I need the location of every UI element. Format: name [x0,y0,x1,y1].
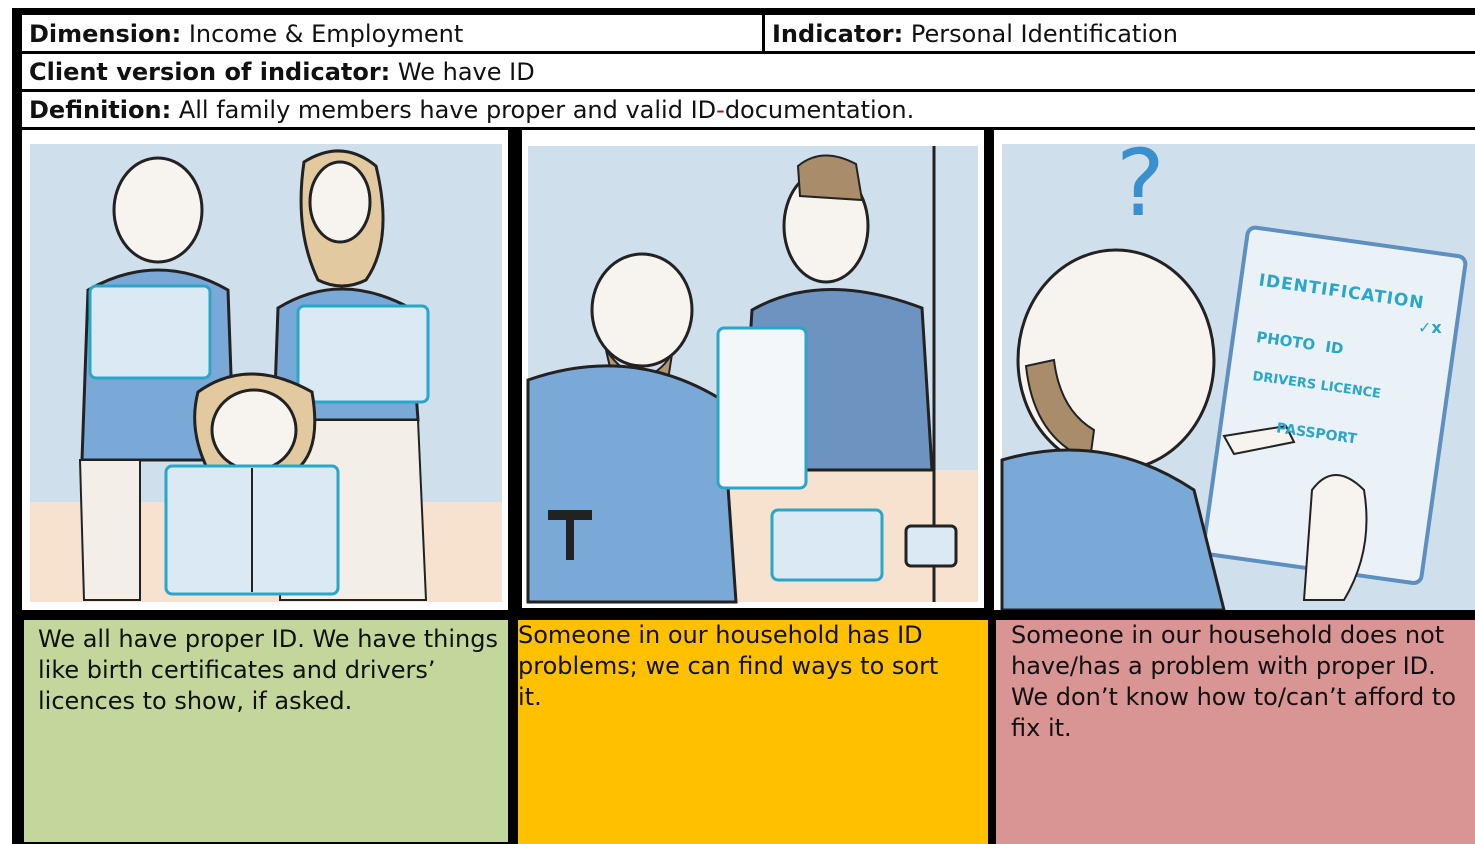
level-text-green: We all have proper ID. We have things li… [38,625,498,715]
level-card-amber: Someone in our household has ID problems… [518,620,988,844]
illustration-id-problem [522,130,984,608]
office-illustration [526,146,978,604]
indicator-cell: Indicator: Personal Identification [765,15,1475,51]
level-card-red: Someone in our household does not have/h… [996,620,1475,844]
definition-value-end: documentation. [724,96,915,124]
definition-cell: Definition: All family members have prop… [22,92,1475,127]
client-version-value: We have ID [397,58,535,86]
form-illustration [1000,144,1475,610]
dimension-cell: Dimension: Income & Employment [22,15,762,51]
form-checkmarks: ✓x [1418,318,1442,337]
illustration-family-with-id [22,130,508,610]
definition-label: Definition: [29,96,172,124]
level-card-green: We all have proper ID. We have things li… [22,620,508,842]
dimension-value: Income & Employment [188,20,464,48]
client-version-cell: Client version of indicator: We have ID [22,54,1475,89]
client-version-label: Client version of indicator: [29,58,391,86]
indicator-value: Personal Identification [910,20,1178,48]
family-illustration [30,144,502,602]
level-text-amber: Someone in our household has ID problems… [518,621,939,711]
illustration-no-id: ? IDENTIFICATION ✓x PHOTO ID DRIVERS LIC… [994,130,1475,610]
indicator-label: Indicator: [772,20,904,48]
question-mark-icon: ? [1116,130,1165,237]
definition-value: All family members have proper and valid… [178,96,717,124]
level-text-red: Someone in our household does not have/h… [1011,621,1457,742]
dimension-label: Dimension: [29,20,182,48]
indicator-sheet: Dimension: Income & Employment Indicator… [12,8,1475,844]
definition-hyphen: - [716,96,725,124]
